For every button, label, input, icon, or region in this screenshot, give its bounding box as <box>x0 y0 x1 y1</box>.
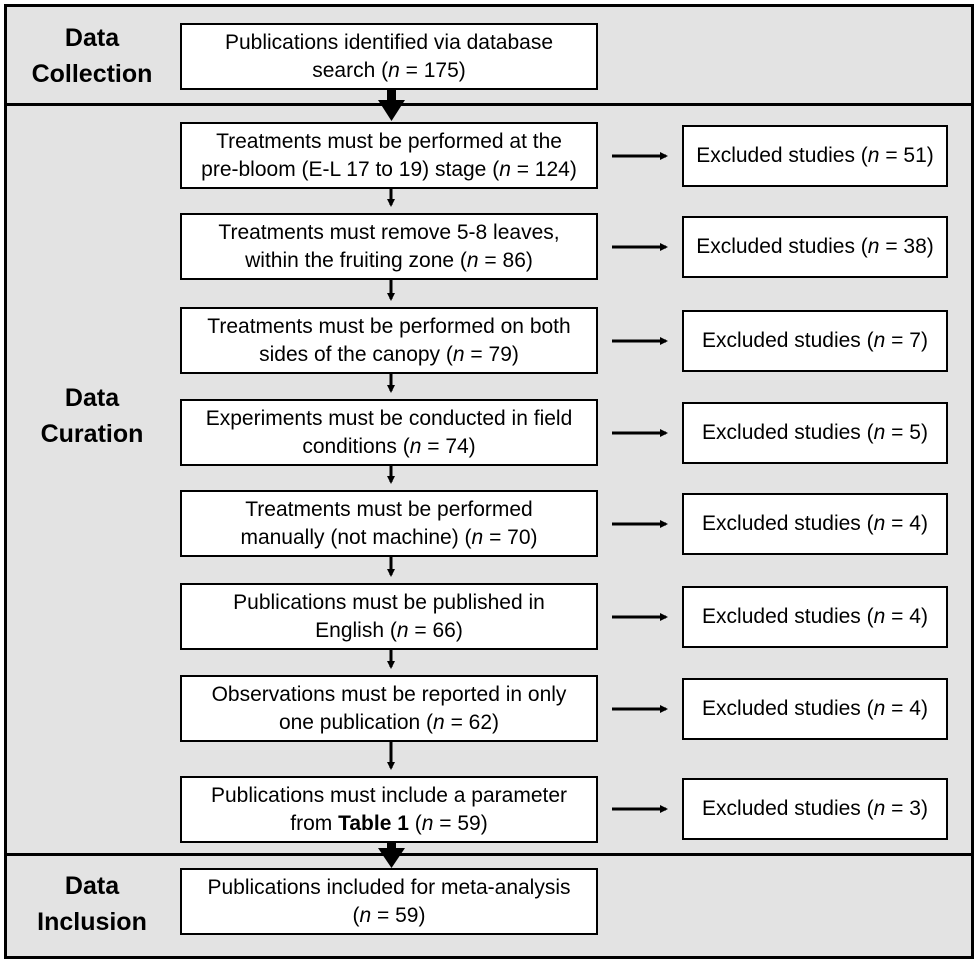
identification-box: Publications identified via database sea… <box>180 23 598 90</box>
inclusion-box: Publications included for meta-analysis … <box>180 868 598 935</box>
exclusion-box: Excluded studies (n = 4) <box>682 678 948 740</box>
exclusion-box: Excluded studies (n = 3) <box>682 778 948 840</box>
exclusion-box: Excluded studies (n = 7) <box>682 310 948 372</box>
exclusion-box: Excluded studies (n = 4) <box>682 586 948 648</box>
thick-arrow-curation-to-inclusion <box>378 843 405 868</box>
exclusion-box: Excluded studies (n = 51) <box>682 125 948 187</box>
divider-collection-curation <box>4 103 974 106</box>
criterion-box: Treatments must remove 5-8 leaves,within… <box>180 213 598 280</box>
thick-arrow-collection-to-curation <box>378 90 405 121</box>
exclusion-box: Excluded studies (n = 38) <box>682 216 948 278</box>
divider-curation-inclusion <box>4 853 974 856</box>
exclusion-box: Excluded studies (n = 4) <box>682 493 948 555</box>
exclusion-box: Excluded studies (n = 5) <box>682 402 948 464</box>
